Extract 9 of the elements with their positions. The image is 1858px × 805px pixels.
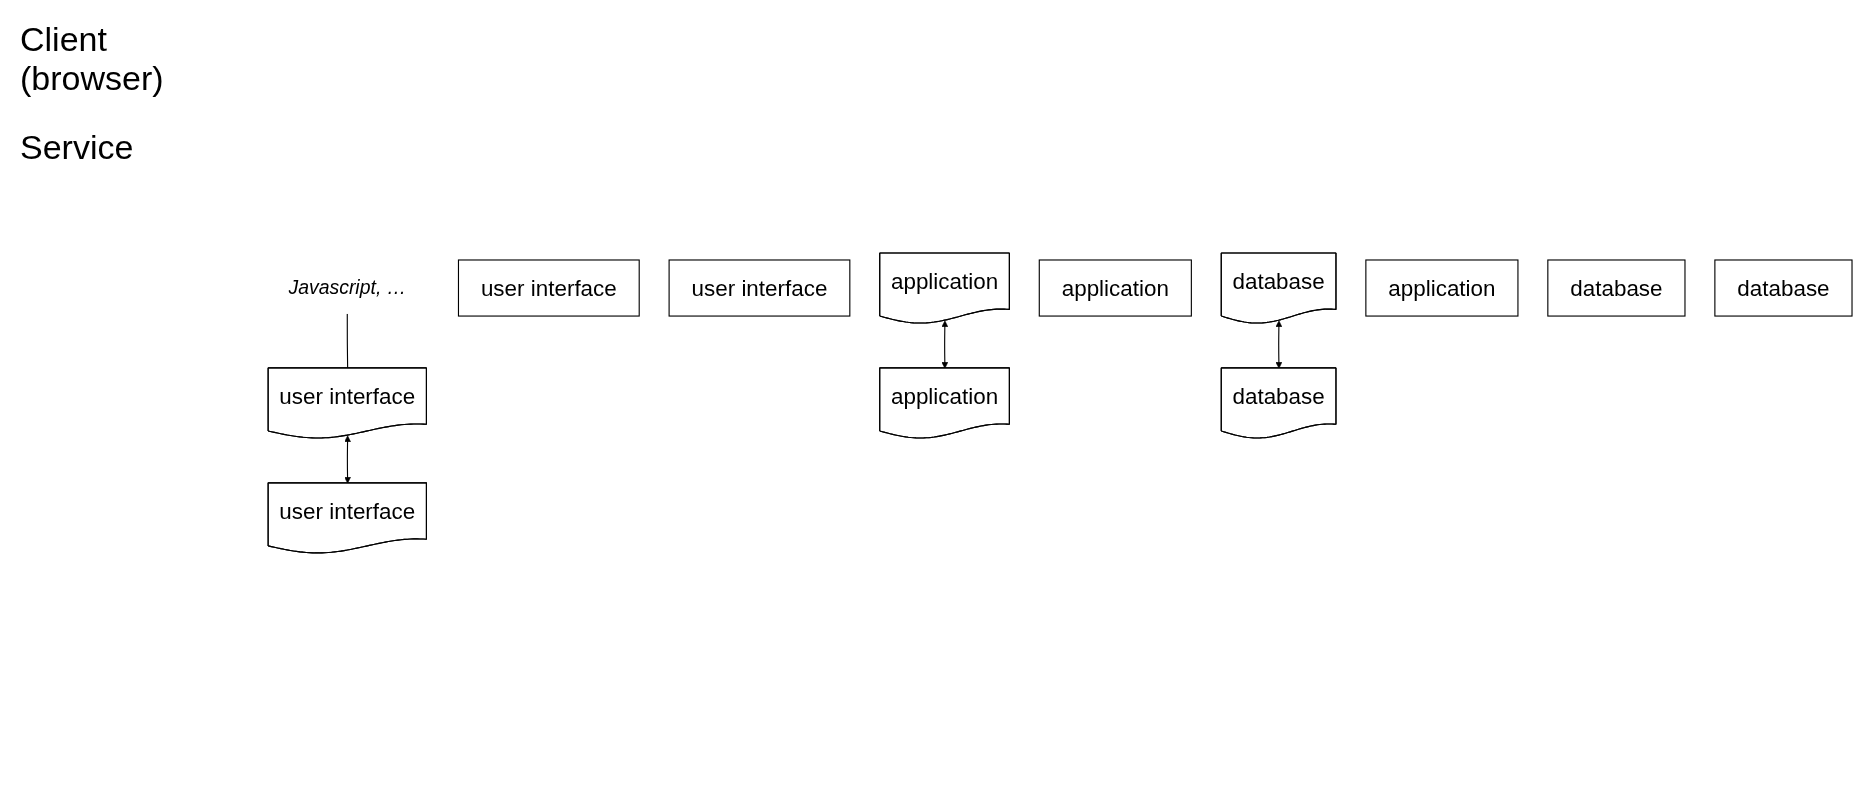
heading-label: Service (20, 128, 135, 167)
node-box: application (1038, 259, 1192, 317)
heading-label: Client (browser) (20, 20, 165, 98)
node-box: user interface (457, 259, 640, 317)
node-box: database (1714, 259, 1853, 317)
node-box: application (1365, 259, 1519, 317)
node-text: Javascript, … (288, 275, 407, 299)
node-box: database (1547, 259, 1686, 317)
node-box: user interface (668, 259, 851, 317)
